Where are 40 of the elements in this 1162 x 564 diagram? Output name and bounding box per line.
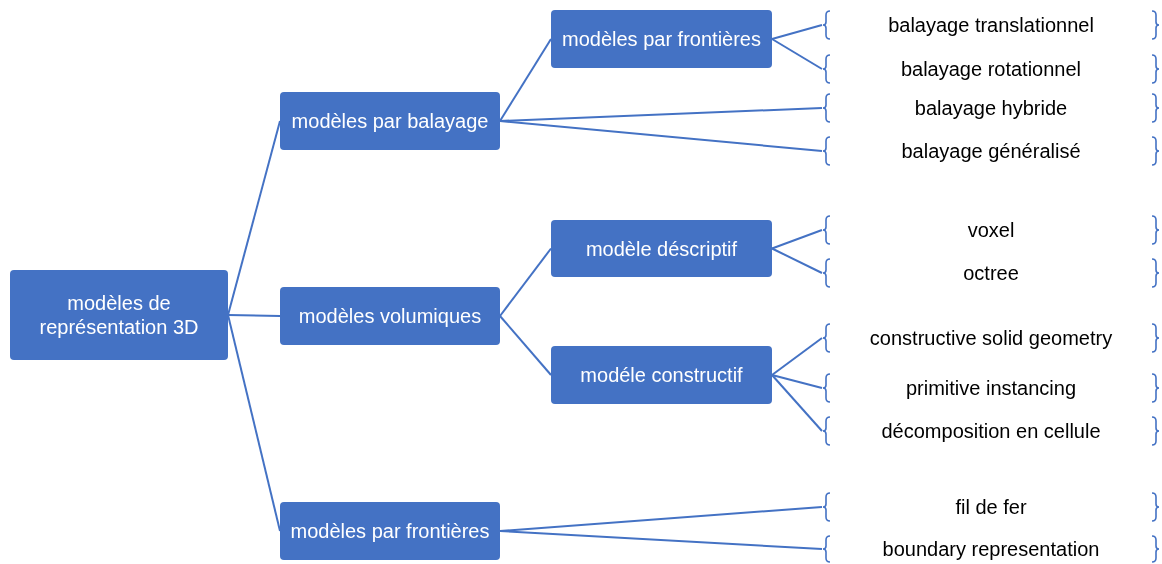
item-label: octree bbox=[963, 261, 1019, 285]
connector-line bbox=[771, 374, 823, 389]
connector-line bbox=[499, 315, 552, 376]
item-label: balayage généralisé bbox=[901, 139, 1081, 163]
connector-line bbox=[227, 314, 281, 532]
item-label: balayage translationnel bbox=[888, 13, 1094, 37]
category-box bbox=[551, 10, 772, 68]
category-box bbox=[280, 92, 500, 150]
connector-line bbox=[771, 337, 823, 376]
category-box bbox=[280, 287, 500, 345]
connector-line bbox=[227, 314, 281, 317]
connector-line bbox=[771, 229, 823, 250]
connector-line bbox=[499, 120, 823, 152]
connector-line bbox=[499, 530, 823, 550]
category-label: modèles par balayage bbox=[291, 109, 489, 133]
category-box bbox=[10, 270, 228, 360]
category-label: modèles de représentation 3D bbox=[38, 291, 200, 339]
connector-line bbox=[499, 247, 552, 317]
category-label: modéle constructif bbox=[580, 363, 743, 387]
connector-line bbox=[771, 247, 823, 274]
item-label: constructive solid geometry bbox=[869, 326, 1113, 350]
category-label: modèles par frontières bbox=[562, 27, 761, 51]
connector-line bbox=[771, 24, 823, 40]
category-label: modèles volumiques bbox=[298, 304, 482, 328]
item-label: fil de fer bbox=[955, 495, 1027, 519]
item-label: décomposition en cellule bbox=[881, 419, 1101, 443]
category-label: modèle déscriptif bbox=[585, 236, 738, 261]
category-box bbox=[551, 346, 772, 404]
item-label: primitive instancing bbox=[905, 376, 1077, 400]
category-box bbox=[551, 220, 772, 277]
connector-line bbox=[771, 38, 823, 70]
item-label: voxel bbox=[967, 218, 1015, 242]
item-label: boundary representation bbox=[882, 537, 1100, 561]
category-box bbox=[280, 502, 500, 560]
connector-line bbox=[771, 374, 823, 432]
connector-line bbox=[227, 120, 281, 316]
category-label: modèles par frontières bbox=[290, 519, 490, 543]
item-label: balayage hybride bbox=[914, 96, 1068, 120]
connector-line bbox=[499, 38, 552, 122]
item-label: balayage rotationnel bbox=[900, 57, 1082, 81]
